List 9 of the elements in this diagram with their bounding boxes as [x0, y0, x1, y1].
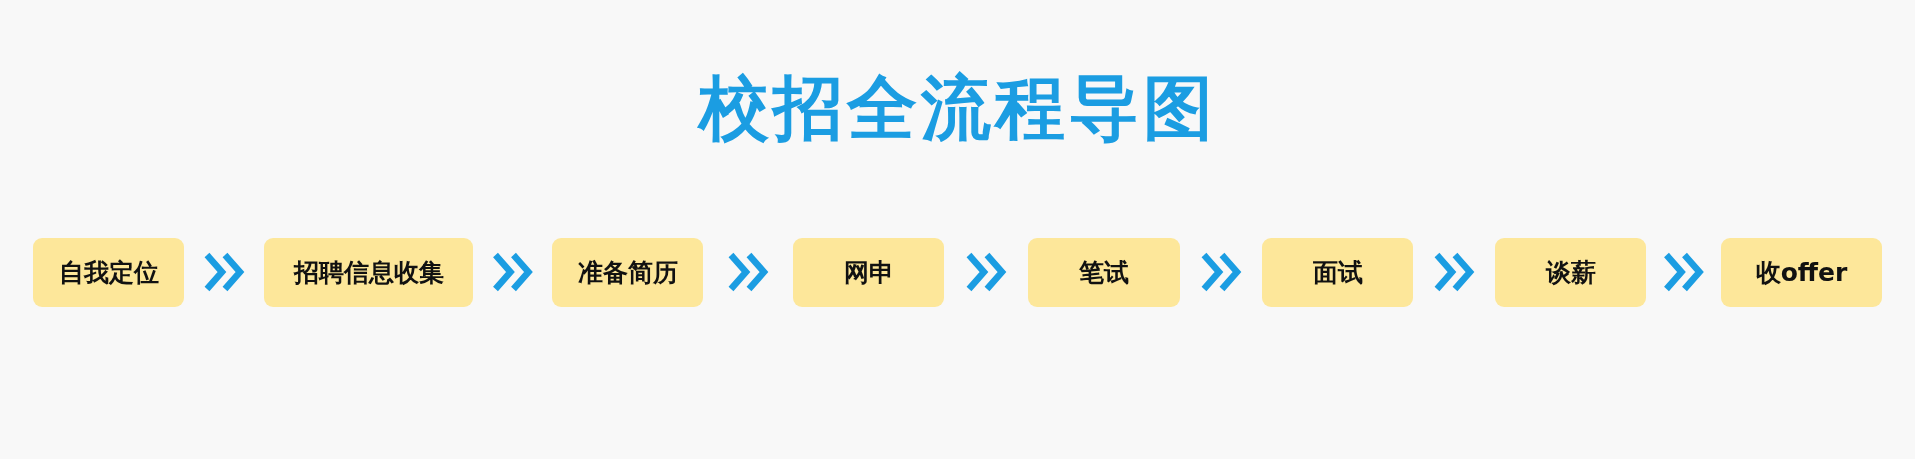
step-box: 准备简历: [552, 238, 703, 307]
step-box: 自我定位: [33, 238, 184, 307]
step-box: 面试: [1262, 238, 1413, 307]
step-box: 网申: [793, 238, 944, 307]
step-box: 笔试: [1028, 238, 1180, 307]
title: 校招全流程导图: [698, 67, 1217, 149]
step-box: 谈薪: [1495, 238, 1646, 307]
step-box: 收offer: [1721, 238, 1882, 307]
step-box: 招聘信息收集: [264, 238, 473, 307]
